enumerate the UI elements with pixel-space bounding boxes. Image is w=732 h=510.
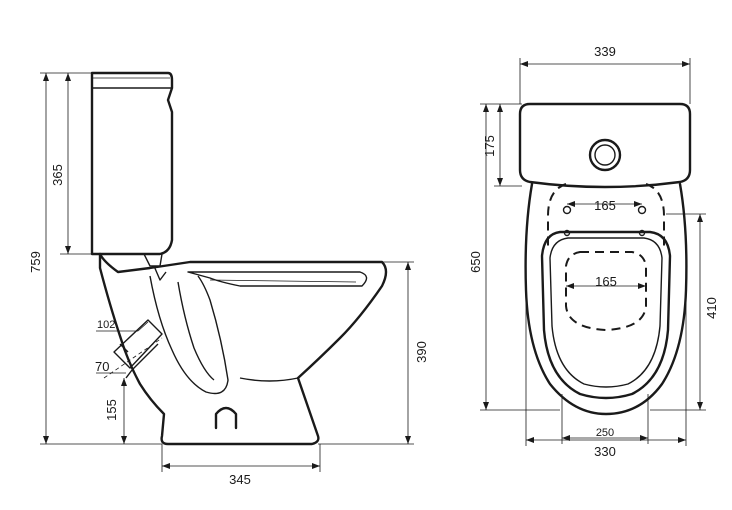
dim-total-depth: 650 (468, 251, 483, 273)
top-seat-outline (540, 230, 672, 400)
top-seat-inner (549, 237, 663, 388)
side-trap-inner (177, 281, 215, 381)
side-trap-channel (149, 275, 229, 395)
side-bowl-bottom (239, 377, 299, 382)
flush-button-inner (594, 144, 616, 166)
dim-total-height: 759 (28, 251, 43, 273)
dim-bowl-height: 390 (414, 341, 429, 363)
dim-base-width: 250 (596, 427, 614, 439)
dim-cistern-depth: 175 (482, 135, 497, 157)
side-rim-inner (187, 271, 368, 287)
dim-bowl-depth: 410 (704, 297, 719, 319)
dim-cistern-height: 365 (50, 164, 65, 186)
side-cistern (90, 71, 174, 256)
dim-outlet-diameter: 102 (97, 319, 115, 331)
seat-hole-right (637, 205, 647, 215)
top-base-dashed (547, 183, 665, 246)
dim-bowl-width: 330 (594, 444, 616, 459)
dim-seat-opening: 165 (595, 274, 617, 289)
top-seat-opening-dashed (565, 251, 647, 332)
side-rim-line (209, 279, 357, 283)
dim-seat-holes: 165 (594, 198, 616, 213)
side-fixing-hole (214, 406, 238, 430)
fix-hole-right (638, 229, 646, 237)
dim-cistern-width: 339 (594, 44, 616, 59)
dim-outlet-inner: 70 (95, 359, 109, 374)
side-outlet-socket (119, 343, 159, 379)
side-flush-inlet (143, 253, 167, 281)
flush-button-outer (588, 138, 622, 172)
side-view: 759 365 102 70 155 390 345 (28, 71, 429, 487)
fix-hole-left (563, 229, 571, 237)
side-outlet-axis (103, 337, 163, 379)
side-outlet-pipe (113, 319, 163, 369)
top-view: 339 175 650 165 165 410 (468, 44, 719, 459)
top-bowl-outer (524, 182, 688, 416)
top-cistern (518, 102, 692, 189)
seat-hole-left (562, 205, 572, 215)
side-bowl-outline (98, 252, 388, 446)
dim-outlet-height: 155 (104, 399, 119, 421)
dim-base-depth: 345 (229, 472, 251, 487)
